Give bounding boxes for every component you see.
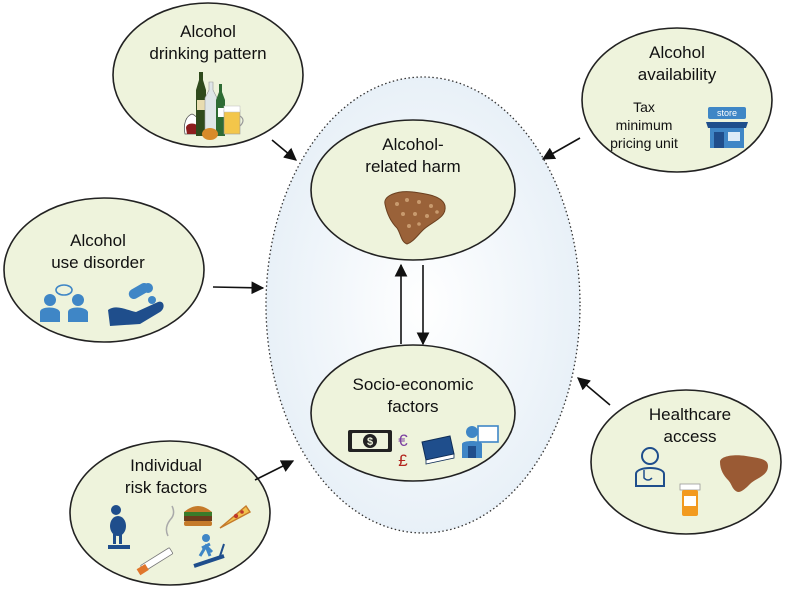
healthcare-line1: Healthcare	[649, 405, 731, 424]
availability-detail2: minimum	[616, 117, 673, 133]
risk-line1: Individual	[130, 456, 202, 475]
disorder-line1: Alcohol	[70, 231, 126, 250]
node-alcohol-availability: Alcohol availability Tax minimum pricing…	[581, 27, 773, 173]
liver-icon	[720, 455, 768, 492]
arrow-availability	[541, 137, 581, 160]
alcohol-bottles-icon	[184, 72, 244, 140]
counseling-icon	[40, 284, 88, 322]
availability-detail1: Tax	[633, 99, 655, 115]
pizza-icon	[219, 504, 252, 529]
drinking-line1: Alcohol	[180, 22, 236, 41]
node-socio-economic-factors: Socio-economic factors $ € £	[310, 344, 516, 482]
arrow-healthcare	[577, 377, 611, 406]
availability-detail3: pricing unit	[610, 135, 678, 151]
node-healthcare-access: Healthcare access	[590, 389, 782, 535]
arrow-drinking-pattern	[271, 139, 297, 161]
doctor-icon	[635, 447, 665, 487]
burger-icon	[184, 506, 212, 526]
store-label: store	[717, 108, 737, 118]
availability-line1: Alcohol	[649, 43, 705, 62]
store-icon: store	[706, 107, 748, 148]
euro-symbol: €	[398, 431, 408, 450]
harm-line2: related harm	[365, 157, 460, 176]
socio-line2: factors	[387, 397, 438, 416]
pills-hand-icon	[108, 283, 164, 326]
socio-line1: Socio-economic	[353, 375, 474, 394]
node-alcohol-drinking-pattern: Alcohol drinking pattern	[112, 2, 304, 148]
treadmill-icon	[193, 534, 225, 568]
teacher-icon	[462, 425, 499, 458]
disorder-line2: use disorder	[51, 253, 145, 272]
risk-line2: risk factors	[125, 478, 207, 497]
healthcare-line2: access	[664, 427, 717, 446]
availability-line2: availability	[638, 65, 717, 84]
book-icon	[421, 435, 455, 465]
money-icon: $	[348, 430, 392, 452]
pill-bottle-icon	[679, 483, 701, 516]
arrow-risk-factors	[254, 460, 295, 481]
pound-symbol: £	[398, 451, 408, 470]
harm-line1: Alcohol-	[382, 135, 443, 154]
arrow-use-disorder	[212, 281, 265, 295]
drinking-line2: drinking pattern	[149, 44, 266, 63]
liver-icon	[384, 191, 446, 245]
node-alcohol-related-harm: Alcohol- related harm	[310, 119, 516, 261]
node-alcohol-use-disorder: Alcohol use disorder	[3, 197, 205, 343]
node-individual-risk-factors: Individual risk factors	[69, 440, 271, 586]
svg-text:$: $	[367, 436, 373, 448]
obesity-scale-icon	[108, 505, 130, 549]
cigarette-icon	[136, 505, 175, 576]
